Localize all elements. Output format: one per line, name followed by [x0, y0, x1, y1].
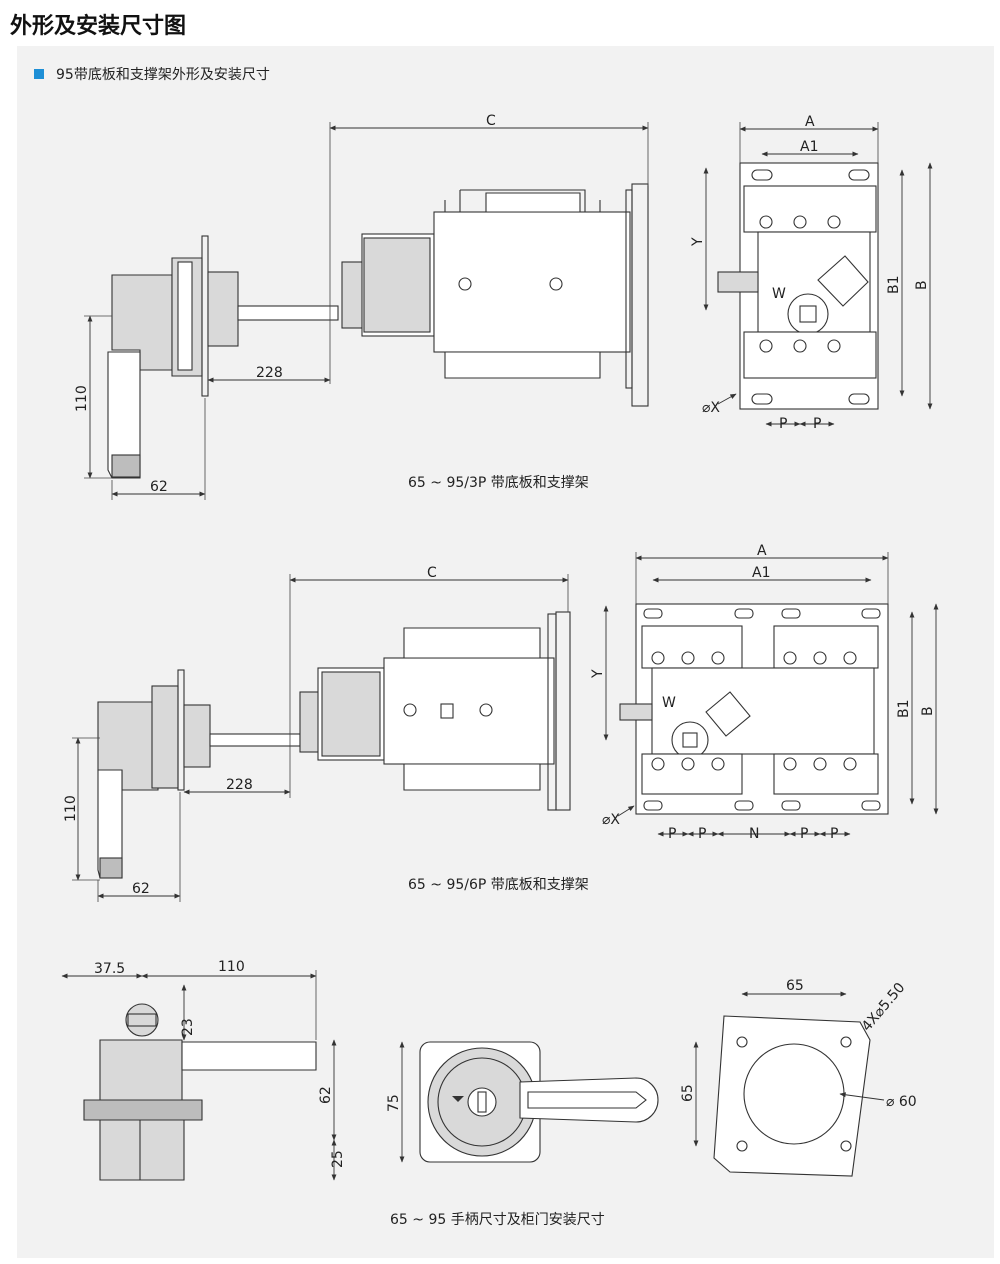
- dim-p-label: P: [813, 416, 821, 432]
- fig2-side-view: C 228 110 62: [63, 565, 571, 902]
- caption-fig1: 65 ~ 95/3P 带底板和支撑架: [408, 475, 589, 491]
- dim-62-label: 62: [132, 881, 150, 897]
- bullet-square-icon: [34, 69, 44, 79]
- dim-23-label: 23: [180, 1018, 196, 1036]
- switch-body: [433, 211, 631, 353]
- fig1-front-view: A A1 Y B1 B W ⌀X P P: [690, 114, 933, 432]
- dim-a-label: A: [805, 114, 815, 130]
- dim-y-label: Y: [690, 237, 706, 247]
- section-heading: 95带底板和支撑架外形及安装尺寸: [34, 64, 270, 84]
- dim-p-label: P: [800, 826, 808, 842]
- shaft-adapter: [207, 271, 239, 347]
- handle-socket: [787, 293, 829, 335]
- dim-62-label: 62: [318, 1086, 334, 1104]
- fig3-handle-front: 75: [386, 1041, 659, 1163]
- dim-x-label: ⌀X: [602, 812, 620, 828]
- dim-75-label: 75: [386, 1094, 402, 1112]
- dim-w-label: W: [772, 286, 786, 302]
- dim-y-label: Y: [590, 669, 606, 679]
- section-heading-text: 95带底板和支撑架外形及安装尺寸: [56, 67, 270, 83]
- dim-228-label: 228: [256, 365, 283, 381]
- fig3-door-cutout: 65 65 ⌀ 60 4X⌀5.50: [680, 978, 917, 1177]
- fig3-handle-side: 37.5 110 23 62 25: [61, 959, 346, 1181]
- caption-fig2: 65 ~ 95/6P 带底板和支撑架: [408, 877, 589, 893]
- label-plate: [817, 255, 869, 307]
- handle-lever: [519, 1077, 659, 1123]
- page-title: 外形及安装尺寸图: [10, 14, 187, 39]
- dim-b-label: B: [920, 706, 936, 716]
- dim-w-label: W: [662, 695, 676, 711]
- handle-arm: [181, 1041, 317, 1071]
- dim-60-label: ⌀ 60: [886, 1094, 917, 1110]
- dim-62-label: 62: [150, 479, 168, 495]
- dim-a1-label: A1: [752, 565, 770, 581]
- dim-b1-label: B1: [886, 275, 902, 294]
- dim-a-label: A: [757, 543, 767, 559]
- door-plate: [201, 235, 209, 397]
- dim-p-label: P: [830, 826, 838, 842]
- cutout-circle: [743, 1043, 845, 1145]
- dim-65-label: 65: [680, 1084, 696, 1102]
- dim-p-label: P: [668, 826, 676, 842]
- dim-110-label: 110: [74, 385, 90, 412]
- dim-b-label: B: [914, 280, 930, 290]
- extension-shaft: [237, 305, 339, 321]
- dim-p-label: P: [698, 826, 706, 842]
- fig2-front-view: A A1 Y B1 B W ⌀X P P N P P: [590, 543, 939, 842]
- dim-x-label: ⌀X: [702, 400, 720, 416]
- dim-holes-label: 4X⌀5.50: [859, 980, 909, 1035]
- dim-110-label: 110: [63, 795, 79, 822]
- dim-65-label: 65: [786, 978, 804, 994]
- fig1-side-view: C 228 110 62: [74, 113, 649, 500]
- dim-b1-label: B1: [896, 699, 912, 718]
- support-bracket: [631, 183, 649, 407]
- dim-n-label: N: [749, 826, 759, 842]
- dim-a1-label: A1: [800, 139, 818, 155]
- dim-37-5-label: 37.5: [94, 961, 125, 977]
- dim-c-label: C: [486, 113, 496, 129]
- dim-p-label: P: [779, 416, 787, 432]
- handle-lower: [107, 351, 141, 479]
- caption-fig3: 65 ~ 95 手柄尺寸及柜门安装尺寸: [390, 1212, 605, 1228]
- direction-arrow-icon: [452, 1096, 464, 1102]
- dim-110-label: 110: [218, 959, 245, 975]
- dim-25-label: 25: [330, 1150, 346, 1168]
- dim-c-label: C: [427, 565, 437, 581]
- dim-228-label: 228: [226, 777, 253, 793]
- handle-tip: [111, 454, 141, 478]
